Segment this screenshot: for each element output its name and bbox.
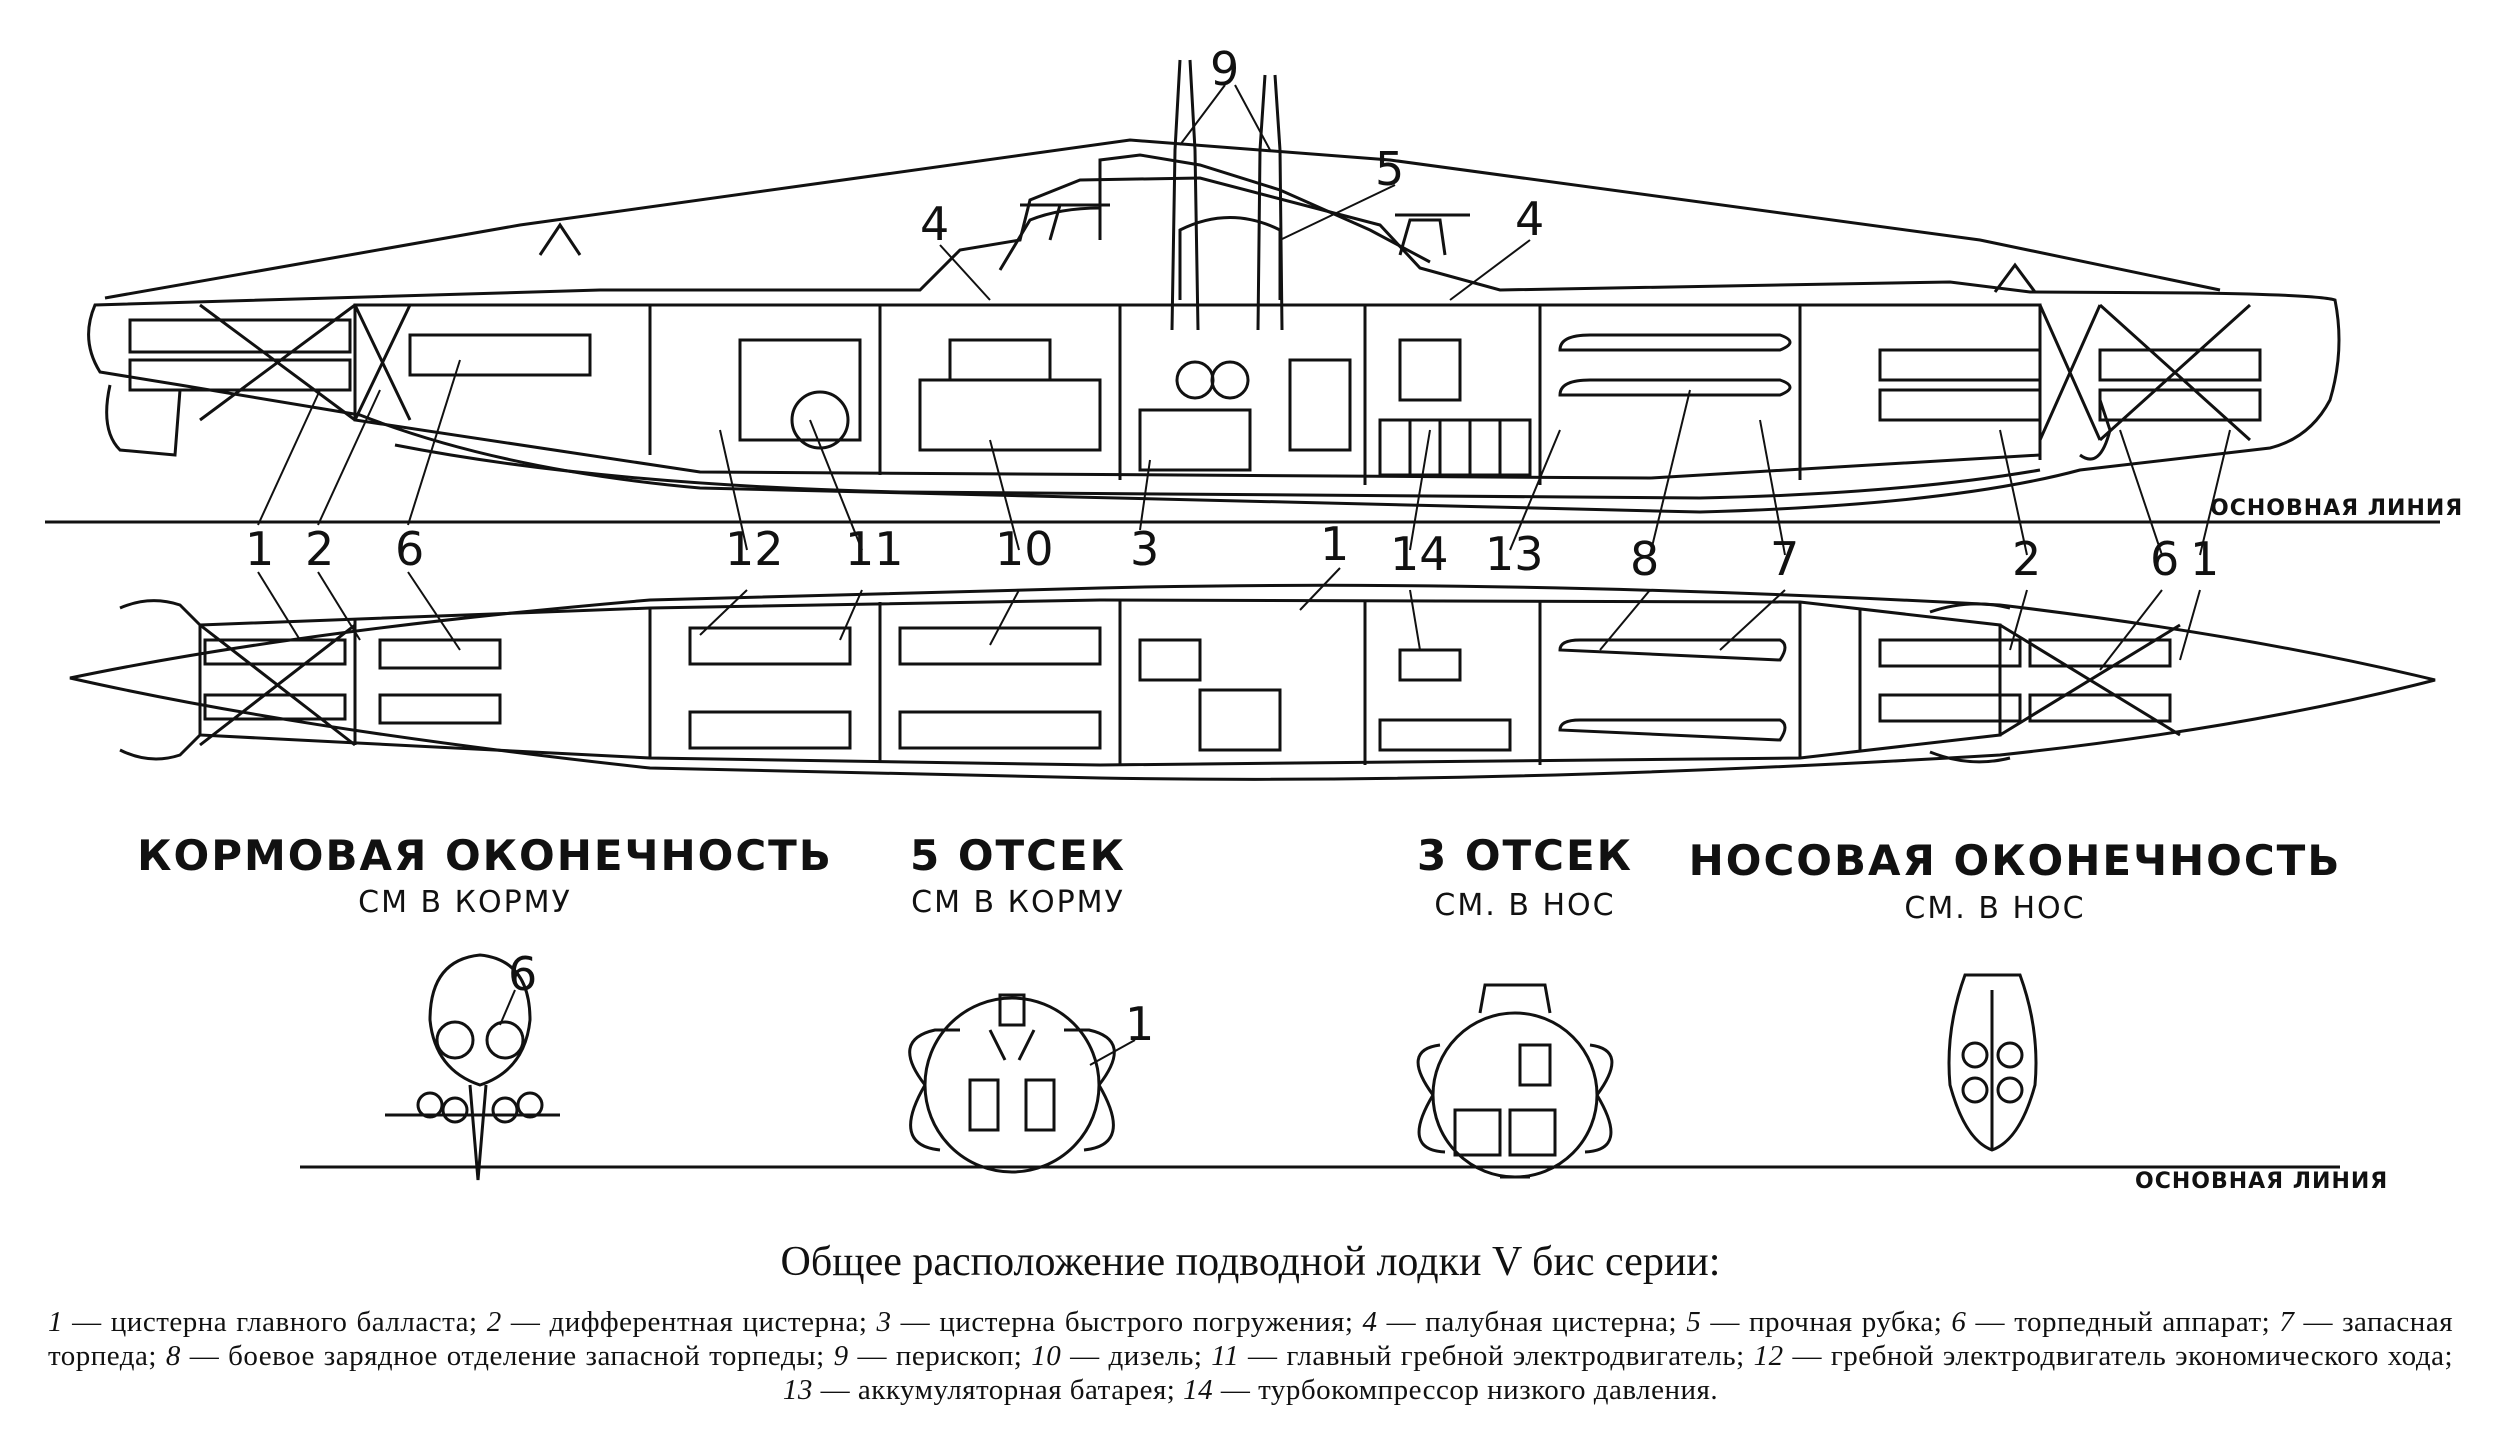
plan-view — [69, 583, 2436, 781]
callout-6-bow: 6 — [2150, 532, 2179, 586]
legend-item: 1 — цистерна главного балласта; — [48, 1306, 478, 1338]
callout-13: 13 — [1485, 527, 1544, 581]
callout-9: 9 — [1210, 42, 1239, 96]
callout-6-section: 6 — [508, 947, 537, 1001]
callout-10: 10 — [995, 522, 1054, 576]
baseline-label-sections: ОСНОВНАЯ ЛИНИЯ — [2135, 1169, 2388, 1194]
section-title-bow: НОСОВАЯ ОКОНЕЧНОСТЬ — [1689, 836, 2342, 885]
legend-item: 8 — боевое зарядное отделение запасной т… — [165, 1340, 825, 1372]
callout-6-stern: 6 — [395, 522, 424, 576]
legend-item: 14 — турбокомпрессор низкого давления. — [1183, 1374, 1719, 1406]
callout-4-aft: 4 — [920, 197, 949, 251]
section-stern — [385, 953, 560, 1181]
conning-tower — [1178, 216, 1282, 300]
legend-item: 11 — главный гребной электродвигатель; — [1211, 1340, 1745, 1372]
callout-5: 5 — [1375, 142, 1404, 196]
callout-2-stern: 2 — [305, 522, 334, 576]
deck-gun-fwd — [1395, 213, 1470, 256]
section-title-stern: КОРМОВАЯ ОКОНЕЧНОСТЬ — [137, 831, 833, 880]
deck-gun-aft — [1020, 203, 1110, 241]
figure-caption: Общее расположение подводной лодки V бис… — [780, 1239, 1721, 1285]
section-title-3: 3 ОТСЕК — [1417, 831, 1633, 880]
plan-hull-outline — [69, 583, 2436, 781]
legend-item: 10 — дизель; — [1031, 1340, 1203, 1372]
side-superstructure — [104, 138, 2221, 300]
legend-item: 12 — гребной электродвигатель экономичес… — [1753, 1340, 2453, 1372]
bow-mast — [1993, 262, 2037, 293]
section-5 — [908, 993, 1116, 1174]
baseline-label-side: ОСНОВНАЯ ЛИНИЯ — [2210, 496, 2463, 521]
section-3 — [1416, 983, 1614, 1179]
legend-item: 9 — перископ; — [833, 1340, 1023, 1372]
legend-item: 2 — дифферентная цистерна; — [486, 1306, 868, 1338]
section-dir-3: СМ. В НОС — [1434, 888, 1615, 923]
callout-7: 7 — [1770, 532, 1799, 586]
side-view — [45, 59, 2440, 524]
callout-11: 11 — [845, 522, 904, 576]
callout-3: 3 — [1130, 522, 1159, 576]
callout-1-mid: 1 — [1320, 517, 1349, 571]
periscope-fwd — [1256, 74, 1284, 331]
figure-legend: 1 — цистерна главного балласта; 2 — дифф… — [48, 1305, 2453, 1407]
callout-14: 14 — [1390, 527, 1449, 581]
section-dir-stern: СМ В КОРМУ — [358, 885, 572, 920]
callout-2-bow: 2 — [2012, 532, 2041, 586]
periscope-aft — [1170, 59, 1200, 331]
legend-item: 13 — аккумуляторная батарея; — [782, 1374, 1176, 1406]
callout-1-bow: 1 — [2190, 532, 2219, 586]
legend-item: 5 — прочная рубка; — [1686, 1306, 1943, 1338]
legend-item: 4 — палубная цистерна; — [1362, 1306, 1678, 1338]
callout-1-stern: 1 — [245, 522, 274, 576]
callout-8: 8 — [1630, 532, 1659, 586]
submarine-drawing: 9 5 4 4 1 2 6 12 11 10 3 1 14 13 8 7 2 6… — [45, 42, 2463, 1194]
section-bow — [1947, 973, 2038, 1152]
section-dir-bow: СМ. В НОС — [1904, 891, 2085, 926]
callout-12: 12 — [725, 522, 784, 576]
legend-item: 7 — запасная торпеда; — [48, 1306, 2454, 1372]
side-keel-line — [394, 443, 2041, 500]
side-bridge-fairing — [998, 153, 1431, 271]
side-hull-outline — [87, 176, 2341, 514]
callout-1-section: 1 — [1125, 997, 1154, 1051]
legend-item: 3 — цистерна быстрого погружения; — [876, 1306, 1354, 1338]
stern-mast — [538, 222, 582, 256]
callout-4-fwd: 4 — [1515, 192, 1544, 246]
section-title-5: 5 ОТСЕК — [910, 831, 1126, 880]
stern-fin — [105, 384, 182, 457]
section-dir-5: СМ В КОРМУ — [911, 885, 1125, 920]
legend-item: 6 — торпедный аппарат; — [1951, 1306, 2271, 1338]
